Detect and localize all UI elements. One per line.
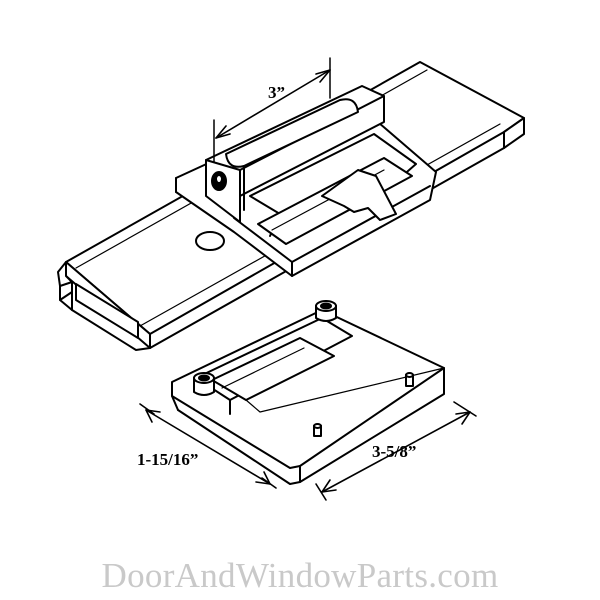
dimension-label-top: 3” — [268, 83, 285, 102]
plate-pin — [405, 372, 414, 387]
keeper-plate — [171, 300, 445, 485]
dimension-label-plate-width: 1-15/16” — [137, 450, 199, 469]
latch-assembly — [175, 57, 437, 277]
plate-pin — [313, 423, 322, 437]
dimension-label-plate-length: 3-5/8” — [372, 442, 417, 461]
watermark-text: DoorAndWindowParts.com — [101, 556, 499, 595]
plate-post — [315, 300, 337, 322]
dimension-lines — [139, 69, 477, 501]
plate-post — [193, 372, 215, 396]
